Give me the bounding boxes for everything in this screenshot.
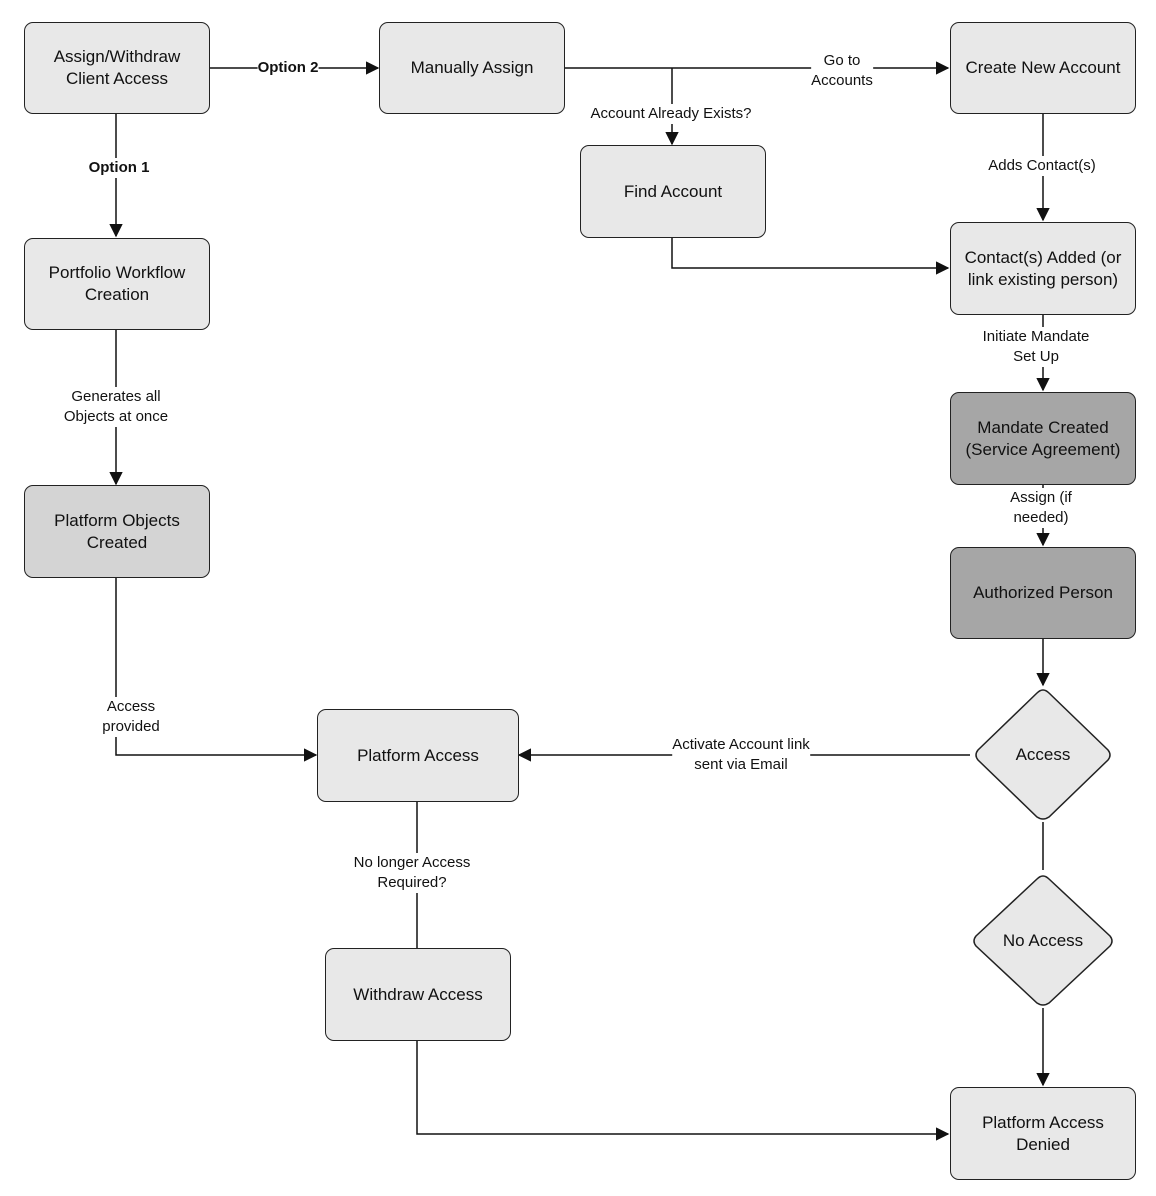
edge-label-account-already-exists: Account Already Exists?	[590, 104, 752, 124]
contacts-added-node[interactable]: Contact(s) Added (or link existing perso…	[950, 222, 1136, 315]
edge-label-go-to-accounts: Go to Accounts	[811, 51, 873, 91]
edge-label-option-1: Option 1	[88, 158, 150, 178]
withdraw-access-node[interactable]: Withdraw Access	[325, 948, 511, 1041]
portfolio-workflow-node[interactable]: Portfolio Workflow Creation	[24, 238, 210, 330]
platform-access-node[interactable]: Platform Access	[317, 709, 519, 802]
edge-access-provided	[115, 578, 318, 762]
edge-label-no-longer-required: No longer Access Required?	[353, 853, 471, 893]
access-diamond-shape	[975, 689, 1111, 820]
assign-withdraw-node[interactable]: Assign/Withdraw Client Access	[24, 22, 210, 114]
no-access-decision-node[interactable]: No Access	[970, 874, 1116, 1008]
access-decision-node[interactable]: Access	[972, 688, 1114, 822]
edge-label-option-2: Option 2	[257, 58, 319, 78]
no-access-label: No Access	[1002, 931, 1084, 950]
platform-access-denied-node[interactable]: Platform Access Denied	[950, 1087, 1136, 1180]
mandate-created-node[interactable]: Mandate Created (Service Agreement)	[950, 392, 1136, 485]
access-label: Access	[1015, 745, 1071, 764]
platform-objects-node[interactable]: Platform Objects Created	[24, 485, 210, 578]
edge-label-initiate-mandate: Initiate Mandate Set Up	[976, 327, 1096, 367]
authorized-person-node[interactable]: Authorized Person	[950, 547, 1136, 639]
edge-label-access-provided: Access provided	[102, 697, 160, 737]
manually-assign-node[interactable]: Manually Assign	[379, 22, 565, 114]
edge-withdraw-to-denied	[416, 1041, 950, 1141]
no-access-diamond-shape	[973, 875, 1113, 1006]
edge-label-adds-contacts: Adds Contact(s)	[988, 156, 1096, 176]
find-account-node[interactable]: Find Account	[580, 145, 766, 238]
edge-label-generates-all: Generates all Objects at once	[63, 387, 169, 427]
edge-find-to-contacts	[671, 238, 950, 275]
edge-label-assign-if-needed: Assign (if needed)	[983, 488, 1099, 528]
create-new-account-node[interactable]: Create New Account	[950, 22, 1136, 114]
edge-label-activate-link: Activate Account link sent via Email	[672, 735, 810, 775]
